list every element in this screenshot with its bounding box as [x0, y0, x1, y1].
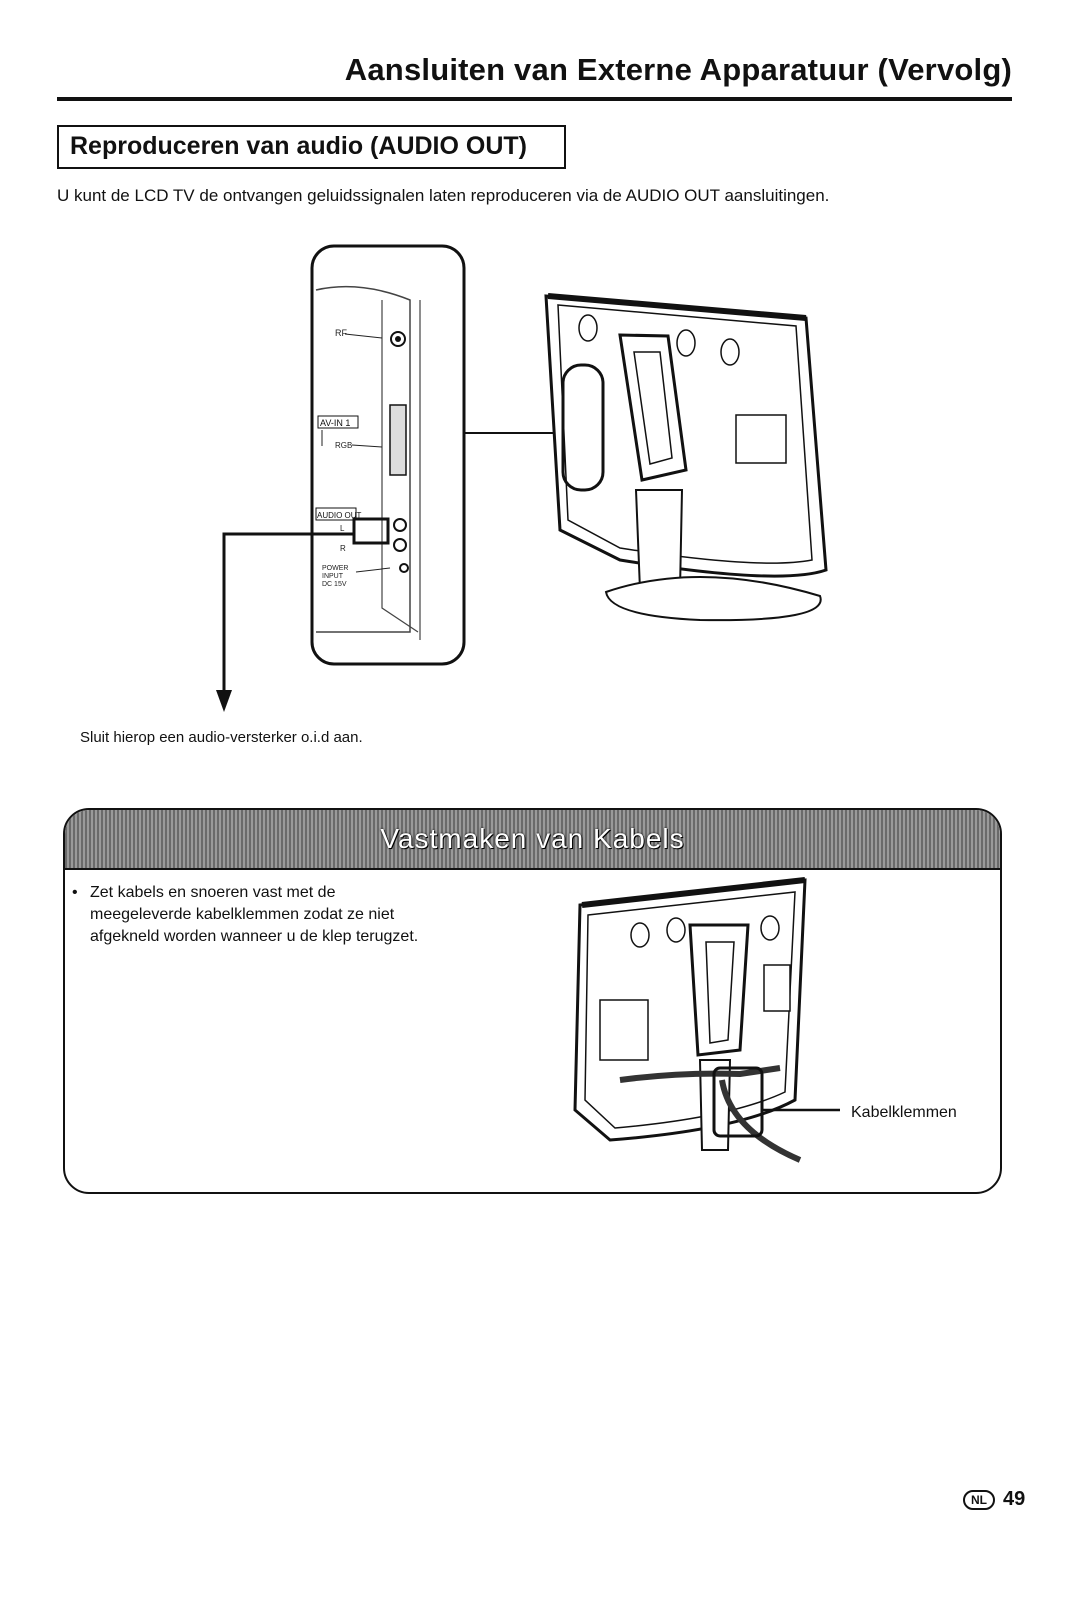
- cable-clamp-panel: Vastmaken van Kabels: [63, 808, 1002, 1194]
- section-heading: Reproduceren van audio (AUDIO OUT): [70, 132, 527, 160]
- rf-label: RF: [335, 328, 347, 338]
- audio-out-left-jack: [393, 518, 407, 532]
- audio-out-label: AUDIO OUT: [317, 511, 362, 520]
- page-title: Aansluiten van Externe Apparatuur (Vervo…: [344, 52, 1012, 87]
- cable-clamp-highlight: [712, 1066, 764, 1138]
- cable-clamp-instruction: • Zet kabels en snoeren vast met de meege…: [72, 882, 502, 948]
- power-input-jack: [399, 563, 409, 573]
- tv-rear-connector-highlight: [561, 363, 605, 492]
- page-footer: NL 49: [963, 1488, 1025, 1511]
- audio-left-label: L: [340, 524, 345, 533]
- panel-heading: Vastmaken van Kabels: [380, 823, 685, 854]
- page-number: 49: [1003, 1488, 1026, 1510]
- clamp-label: Kabelklemmen: [851, 1104, 957, 1121]
- input-label: INPUT: [322, 573, 344, 580]
- scart-connector: [389, 404, 407, 476]
- instruction-line-1: Zet kabels en snoeren vast met de: [90, 884, 336, 901]
- audio-out-highlight: [352, 517, 390, 545]
- instruction-line-3: afgekneld worden wanneer u de klep terug…: [90, 928, 419, 945]
- power-label: POWER: [322, 565, 348, 572]
- panel-heading-band: Vastmaken van Kabels: [65, 810, 1000, 870]
- rgb-label: RGB: [335, 441, 352, 450]
- av-in-label: AV-IN 1: [320, 418, 350, 428]
- audio-right-label: R: [340, 544, 346, 553]
- panel-closeup-frame: [310, 244, 466, 666]
- audio-out-figure: RF AV-IN 1 RGB AUDIO OUT L R POWER INPUT…: [216, 244, 828, 712]
- intro-text: U kunt de LCD TV de ontvangen geluidssig…: [57, 186, 830, 205]
- tv-rear-illustration: [544, 293, 828, 622]
- language-badge: NL: [963, 1489, 995, 1510]
- figure-caption: Sluit hierop een audio-versterker o.i.d …: [80, 729, 363, 746]
- title-rule: [57, 97, 1012, 101]
- bullet-mark: •: [72, 884, 78, 901]
- instruction-line-2: meegeleverde kabelklemmen zodat ze niet: [90, 906, 395, 923]
- audio-out-right-jack: [393, 538, 407, 552]
- section-heading-box: [57, 125, 566, 169]
- dc-label: DC 15V: [322, 581, 347, 588]
- cable-clamp-figure: [573, 877, 840, 1163]
- audio-out-arrow: [222, 532, 354, 690]
